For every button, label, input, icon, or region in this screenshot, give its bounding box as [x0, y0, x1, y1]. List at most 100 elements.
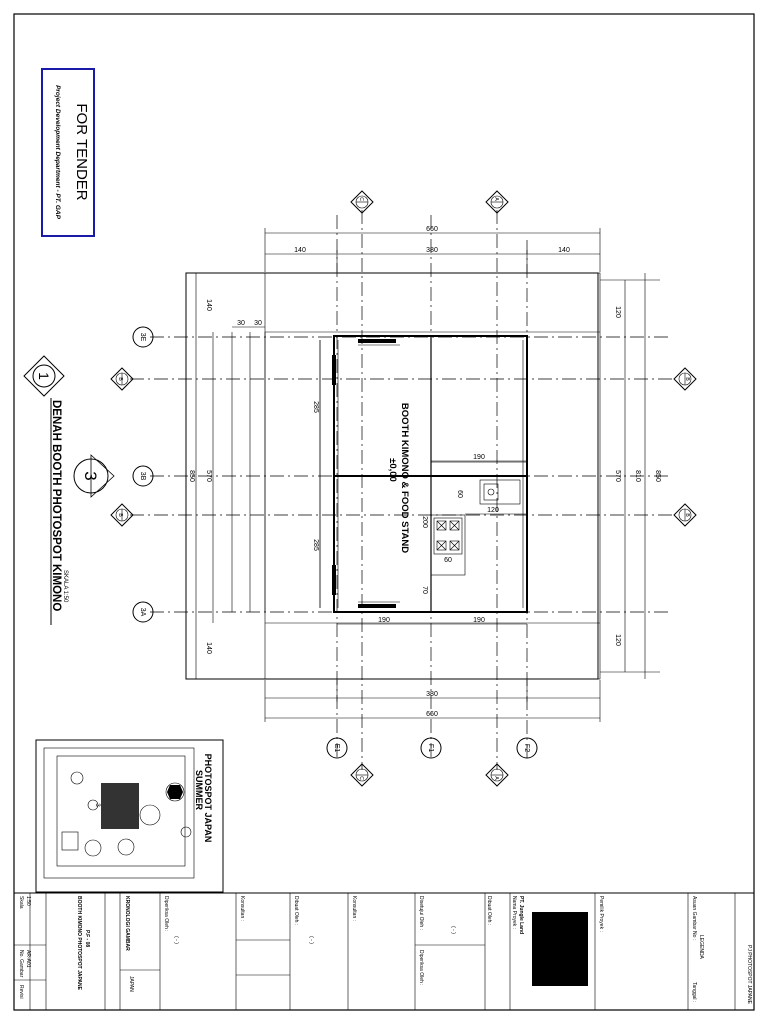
- callout-number: 3: [81, 471, 100, 480]
- dims-bottom: 380 660: [264, 680, 601, 722]
- svg-text:B: B: [684, 513, 690, 517]
- stove: [433, 517, 463, 555]
- svg-text:380: 380: [426, 691, 438, 698]
- svg-text:570: 570: [614, 470, 621, 482]
- drawing-number: AR-A01: [25, 950, 31, 968]
- svg-text:Konsultan :: Konsultan :: [351, 896, 357, 921]
- stamp-main-text: FOR TENDER: [73, 103, 90, 200]
- svg-text:660: 660: [426, 226, 438, 233]
- svg-text:B: B: [684, 377, 690, 381]
- title-block: JungleSea Pemilik Proyek : PT. Jungle La…: [13, 892, 755, 1011]
- section-marks: C A C A B B B B: [110, 190, 697, 787]
- grid-col-E1: E1: [326, 737, 348, 759]
- svg-text:B: B: [117, 377, 123, 381]
- sink: [479, 479, 521, 505]
- svg-text:( - ): ( - ): [450, 926, 456, 934]
- for-tender-stamp: FOR TENDER Project Development Departmen…: [41, 68, 95, 237]
- svg-text:120: 120: [487, 507, 499, 514]
- svg-text:F1: F1: [427, 744, 434, 752]
- svg-text:Dibuat Oleh :: Dibuat Oleh :: [486, 896, 492, 925]
- svg-text:3: 3: [94, 803, 100, 807]
- platform-outline: [185, 272, 601, 680]
- svg-text:60: 60: [444, 557, 452, 564]
- dims-top: 660 140 380 140: [264, 226, 601, 272]
- svg-text:285: 285: [312, 401, 319, 413]
- svg-text:190: 190: [473, 454, 485, 461]
- svg-text:3E: 3E: [139, 333, 146, 342]
- svg-text:Revisi: Revisi: [18, 985, 24, 999]
- svg-text:F2: F2: [523, 744, 530, 752]
- openings: [332, 339, 400, 608]
- svg-text:850: 850: [188, 470, 195, 482]
- dims-right: 570 810 850 120 120: [600, 273, 661, 679]
- svg-text:140: 140: [205, 299, 212, 311]
- level-label: ±0,00: [387, 458, 398, 482]
- svg-text:3B: 3B: [139, 472, 146, 481]
- svg-text:C: C: [358, 776, 364, 780]
- plan-title: DENAH BOOTH PHOTOSPOT KIMONO: [50, 400, 62, 611]
- food-stand-counter: [430, 461, 528, 576]
- project-name: PJ PHOTOSPOT JAPANE: [746, 945, 752, 1005]
- svg-text:60: 60: [456, 490, 463, 498]
- svg-text:Disetujui Oleh :: Disetujui Oleh :: [418, 896, 424, 930]
- company-name: PT. Jungle Land: [518, 896, 524, 934]
- svg-text:3A: 3A: [139, 608, 146, 617]
- svg-text:C: C: [358, 197, 364, 201]
- svg-text:Tanggal :: Tanggal :: [691, 982, 697, 1002]
- svg-text:140: 140: [558, 247, 570, 254]
- svg-text:KRONOLOGI GAMBAR: KRONOLOGI GAMBAR: [124, 896, 130, 951]
- grid-row-3E: 3E: [132, 326, 154, 348]
- svg-text:70: 70: [421, 586, 428, 594]
- svg-text:120: 120: [614, 306, 621, 318]
- svg-text:660: 660: [426, 711, 438, 718]
- svg-text:Nama Proyek :: Nama Proyek :: [511, 896, 517, 929]
- booth-walls: [319, 335, 528, 613]
- svg-text:No. Gambar: No. Gambar: [18, 950, 24, 978]
- svg-text:Skala: Skala: [18, 896, 24, 909]
- svg-text:285: 285: [312, 539, 319, 551]
- svg-text:1:50: 1:50: [25, 896, 31, 906]
- client-logo: [532, 912, 588, 986]
- keyplan-title-1: PHOTOSPOT JAPAN: [203, 754, 213, 843]
- sheet-border: [13, 13, 755, 1011]
- svg-text:B: B: [117, 513, 123, 517]
- svg-text:140: 140: [294, 247, 306, 254]
- svg-text:570: 570: [205, 470, 212, 482]
- key-plan: PHOTOSPOT JAPAN SUMMER 3: [35, 739, 224, 893]
- svg-text:850: 850: [654, 470, 661, 482]
- svg-text:30: 30: [237, 320, 245, 327]
- svg-text:Asuan Gambar No :: Asuan Gambar No :: [691, 896, 697, 940]
- svg-text:Pemilik Proyek :: Pemilik Proyek :: [598, 896, 604, 932]
- svg-text:380: 380: [426, 247, 438, 254]
- grid-col-F2: F2: [516, 737, 538, 759]
- plan-key-diamond: 1: [23, 355, 65, 397]
- svg-text:Diperiksa Oleh :: Diperiksa Oleh :: [418, 950, 424, 986]
- dims-left: 850 570 140 140 285 285 30 30: [188, 273, 321, 679]
- svg-text:Diperiksa Oleh :: Diperiksa Oleh :: [163, 896, 169, 932]
- svg-text:810: 810: [634, 470, 641, 482]
- room-label: BOOTH KIMONO & FOOD STAND: [399, 403, 410, 553]
- plan-callout-3: 3: [73, 454, 115, 498]
- svg-text:190: 190: [473, 617, 485, 624]
- svg-text:140: 140: [205, 642, 212, 654]
- svg-text:A: A: [493, 776, 499, 780]
- grid-col-F1: F1: [420, 737, 442, 759]
- svg-text:Dibuat Oleh :: Dibuat Oleh :: [293, 896, 299, 925]
- svg-text:30: 30: [254, 320, 262, 327]
- svg-text:A: A: [493, 197, 499, 201]
- svg-text:( - ): ( - ): [308, 936, 314, 944]
- plan-scale: SKALA 1:50: [62, 570, 68, 603]
- grid-row-3A: 3A: [132, 601, 154, 623]
- svg-text:( - ): ( - ): [173, 936, 179, 944]
- drawing-number-title: P.F - 08: [84, 930, 90, 947]
- drawing-title: BOOTH KIMONO PHOTOSPOT JAPANE: [76, 896, 82, 991]
- logo-text: JungleSea: [559, 921, 571, 977]
- svg-text:E1: E1: [333, 744, 340, 753]
- svg-text:LEGENDA: LEGENDA: [698, 935, 704, 960]
- svg-text:200: 200: [421, 516, 428, 528]
- keyplan-title-2: SUMMER: [194, 770, 204, 810]
- svg-text:JAPAN: JAPAN: [128, 976, 134, 992]
- grid-row-3B: 3B: [132, 465, 154, 487]
- dims-inner: 190 190 190 120 60 60 200 70: [337, 454, 527, 625]
